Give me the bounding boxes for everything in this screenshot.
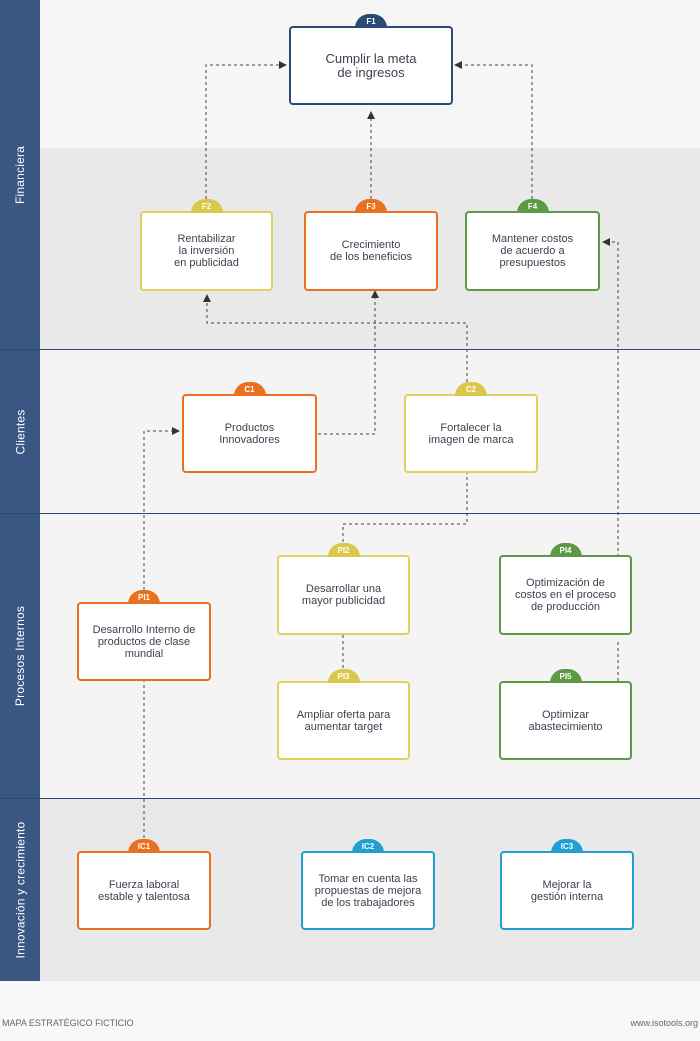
- divider: [0, 798, 700, 799]
- objective-label: Mejorar la gestión interna: [530, 878, 604, 903]
- link-c2-f2: [203, 294, 468, 382]
- objective-code-badge: C1: [233, 382, 266, 396]
- objective-label: Optimizar abastecimiento: [528, 708, 603, 733]
- perspective-financiera: Financiera: [0, 0, 40, 349]
- link-pi1-c1: [143, 427, 180, 590]
- objective-code-badge: PI3: [327, 669, 360, 683]
- objective-label: Rentabilizar la inversión en publicidad: [174, 233, 239, 269]
- objective-label: Crecimiento de los beneficios: [330, 239, 412, 263]
- objective-label: Optimización de costos en el proceso de …: [515, 577, 616, 613]
- objective-c1[interactable]: C1 Productos Innovadores: [182, 382, 317, 473]
- objective-label: Productos Innovadores: [219, 421, 280, 446]
- divider: [0, 513, 700, 514]
- objective-label: Desarrollo Interno de productos de clase…: [92, 623, 196, 660]
- objective-f2[interactable]: F2 Rentabilizar la inversión en publicid…: [140, 199, 273, 291]
- objective-f3[interactable]: F3 Crecimiento de los beneficios: [304, 199, 438, 291]
- objective-label: Fortalecer la imagen de marca: [428, 421, 514, 446]
- objective-code-badge: PI5: [549, 669, 582, 683]
- footer-site-link[interactable]: www.isotools.org: [630, 1018, 698, 1028]
- objective-pi2[interactable]: PI2 Desarrollar una mayor publicidad: [277, 543, 410, 635]
- objective-ic1[interactable]: IC1 Fuerza laboral estable y talentosa: [77, 839, 211, 930]
- objective-label: Ampliar oferta para aumentar target: [296, 708, 391, 733]
- perspective-clientes: Clientes: [0, 350, 40, 513]
- objective-code-badge: F4: [516, 199, 549, 213]
- link-pi4-f4: [602, 238, 619, 557]
- objective-pi4[interactable]: PI4 Optimización de costos en el proceso…: [499, 543, 632, 635]
- objective-code-badge: IC1: [128, 839, 160, 853]
- objective-code-badge: IC3: [551, 839, 583, 853]
- link-f2-f1: [205, 61, 287, 205]
- objective-label: Fuerza laboral estable y talentosa: [98, 878, 190, 903]
- objective-c2[interactable]: C2 Fortalecer la imagen de marca: [404, 382, 538, 473]
- divider: [0, 349, 700, 350]
- objective-f4[interactable]: F4 Mantener costos de acuerdo a presupue…: [465, 199, 600, 291]
- objective-code-badge: PI2: [327, 543, 360, 557]
- link-pi2-c2: [342, 473, 468, 542]
- objective-code-badge: PI1: [128, 590, 160, 604]
- objective-code-badge: F1: [355, 14, 387, 28]
- objective-ic2[interactable]: IC2 Tomar en cuenta las propuestas de me…: [301, 839, 435, 930]
- perspective-procesos: Procesos Internos: [0, 514, 40, 798]
- objective-label: Tomar en cuenta las propuestas de mejora…: [314, 872, 422, 909]
- objective-pi3[interactable]: PI3 Ampliar oferta para aumentar target: [277, 669, 410, 760]
- objective-code-badge: PI4: [549, 543, 582, 557]
- objective-f1[interactable]: F1 Cumplir la meta de ingresos: [289, 14, 453, 105]
- footer-title: MAPA ESTRATÉGICO FICTICIO: [2, 1018, 134, 1028]
- objective-label: Cumplir la meta de ingresos: [325, 50, 417, 80]
- objective-pi1[interactable]: PI1 Desarrollo Interno de productos de c…: [77, 590, 211, 681]
- objective-code-badge: F2: [190, 199, 223, 213]
- perspective-innovacion: Innovación y crecimiento: [0, 799, 40, 981]
- objective-ic3[interactable]: IC3 Mejorar la gestión interna: [500, 839, 634, 930]
- objective-code-badge: C2: [455, 382, 487, 396]
- objective-pi5[interactable]: PI5 Optimizar abastecimiento: [499, 669, 632, 760]
- link-f4-f1: [454, 61, 533, 205]
- link-c1-f3: [318, 290, 379, 435]
- objective-code-badge: F3: [355, 199, 387, 213]
- objective-label: Desarrollar una mayor publicidad: [301, 583, 386, 607]
- objective-code-badge: IC2: [352, 839, 384, 853]
- objective-label: Mantener costos de acuerdo a presupuesto…: [491, 233, 574, 269]
